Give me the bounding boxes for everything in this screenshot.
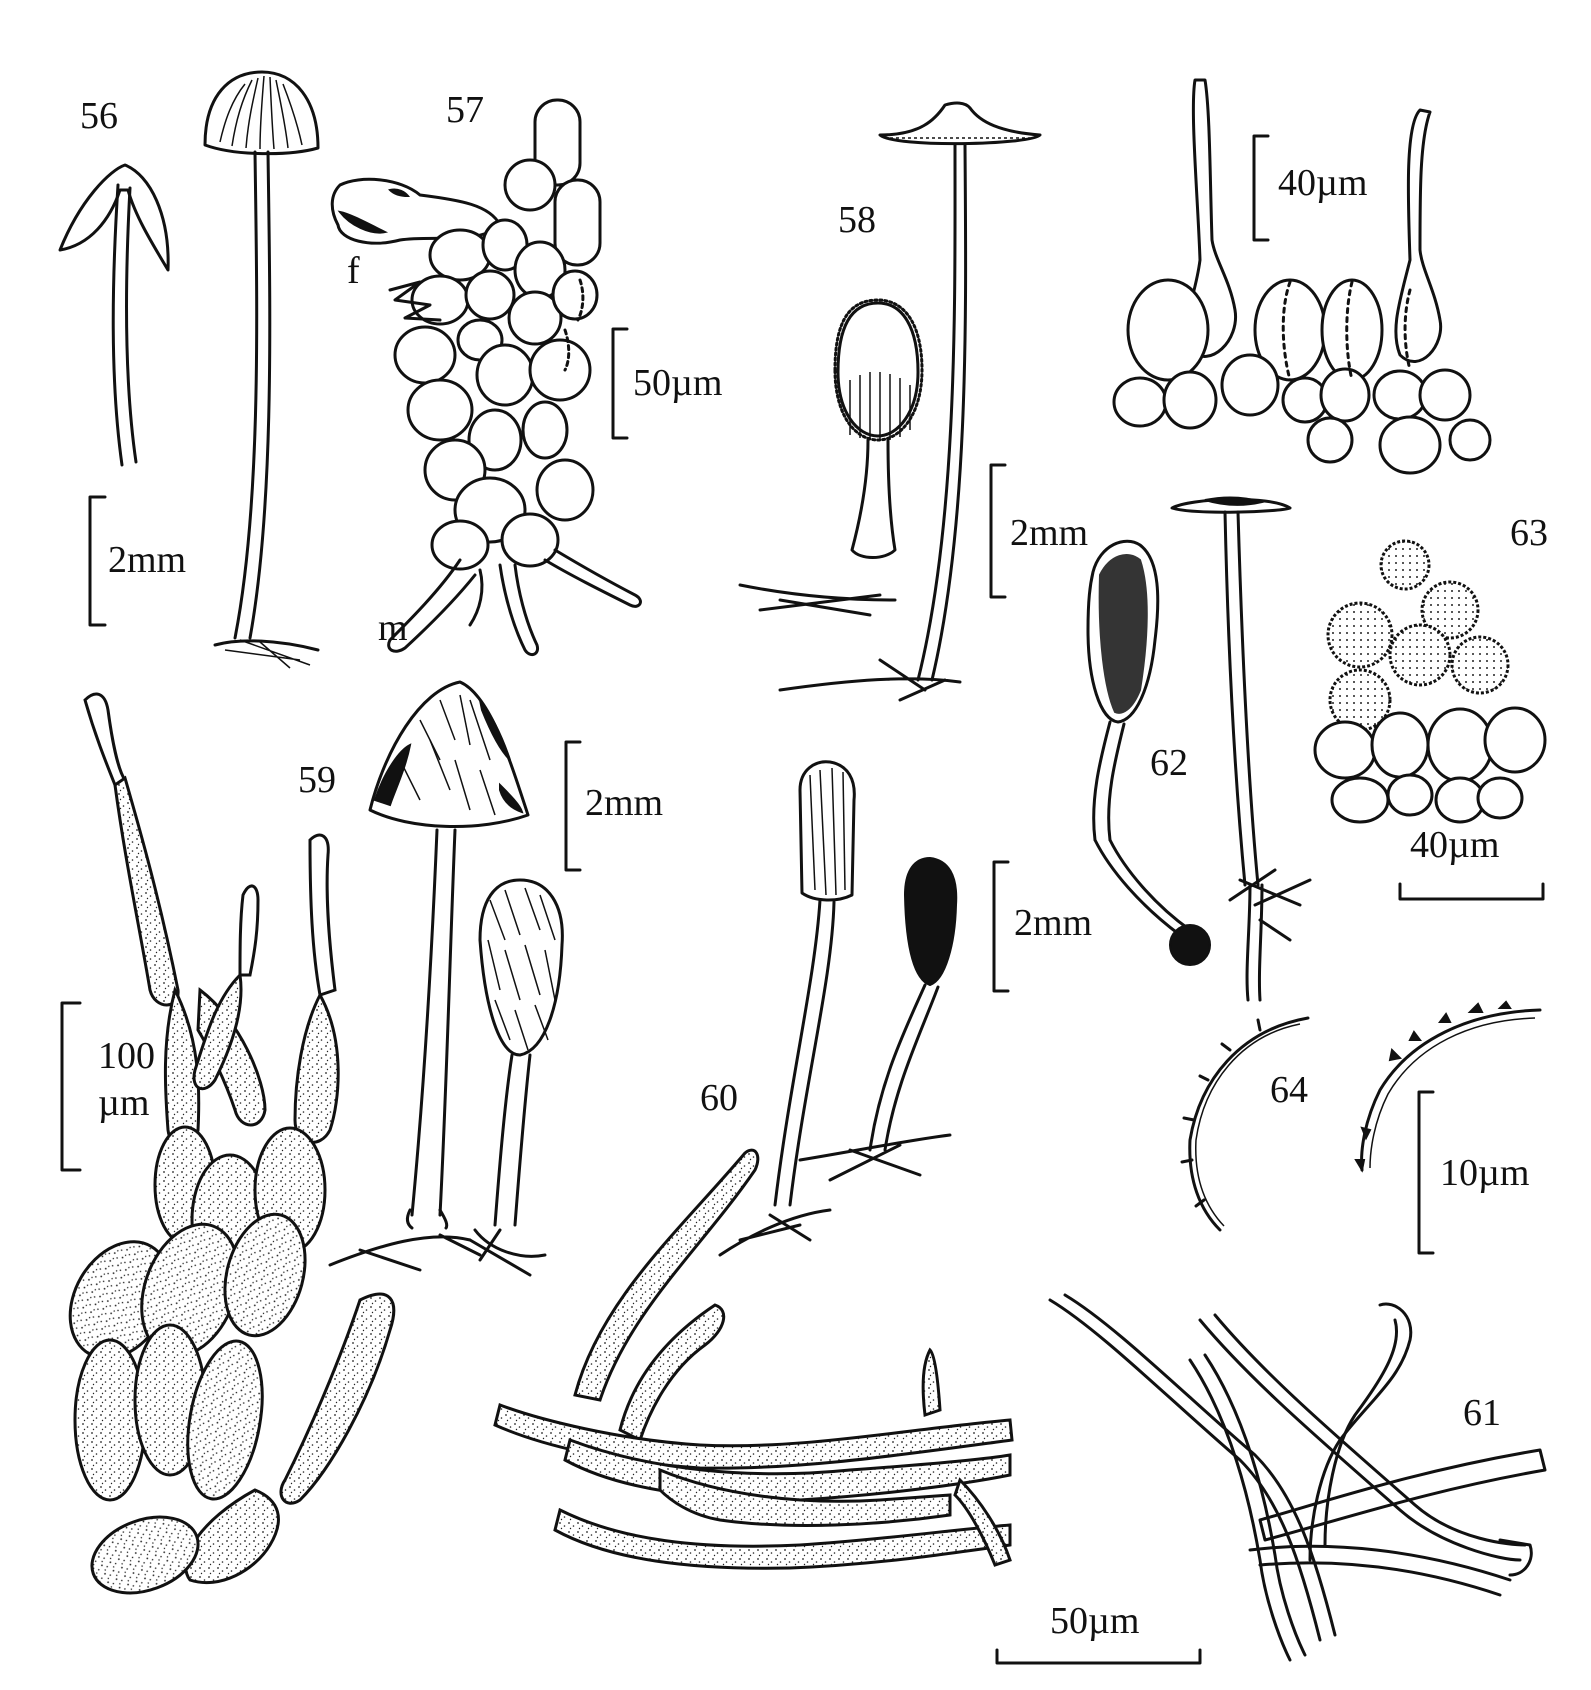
figure-58: 58 2mm [738,101,1088,702]
figure-number-59: 59 [298,759,336,801]
figure-number-57: 57 [446,89,484,131]
figure-58-cells: 40µm [1112,78,1492,475]
scale-bar-58: 2mm [1010,512,1088,554]
scale-bar-60-hyphae: 50µm [1050,1600,1139,1642]
figure-63: 63 40µm [1313,512,1548,901]
figure-number-62: 62 [1150,742,1188,784]
figure-56: 56 2mm [58,70,320,669]
figure-number-64: 64 [1270,1069,1308,1111]
scale-bar-60: 2mm [1014,902,1092,944]
scale-bar-56: 2mm [108,539,186,581]
figure-59: 59 2mm [298,680,663,1277]
label-f: f [347,250,360,292]
figure-number-61: 61 [1463,1392,1501,1434]
scale-bar-58-cells: 40µm [1278,162,1367,204]
figure-59-hairs: 100 µm [60,692,396,1595]
figure-number-56: 56 [80,95,118,137]
figure-number-58: 58 [838,199,876,241]
figure-60-hyphae: 50µm [493,1148,1202,1665]
figure-62: 62 [1086,496,1312,1002]
scale-bar-59-hairs-value: 100 [98,1035,155,1077]
figure-57: 57 f m [330,89,722,657]
scale-bar-63: 40µm [1410,824,1499,866]
scale-bar-59-hairs-unit: µm [98,1082,149,1124]
scale-bar-64: 10µm [1440,1152,1529,1194]
figure-61: 61 [1048,1293,1547,1662]
scale-bar-59: 2mm [585,782,663,824]
figure-60: 60 2mm [700,760,1092,1257]
figure-number-63: 63 [1510,512,1548,554]
figure-number-60: 60 [700,1077,738,1119]
figure-64: 64 10µm [1180,1000,1542,1255]
scale-bar-57: 50µm [633,362,722,404]
